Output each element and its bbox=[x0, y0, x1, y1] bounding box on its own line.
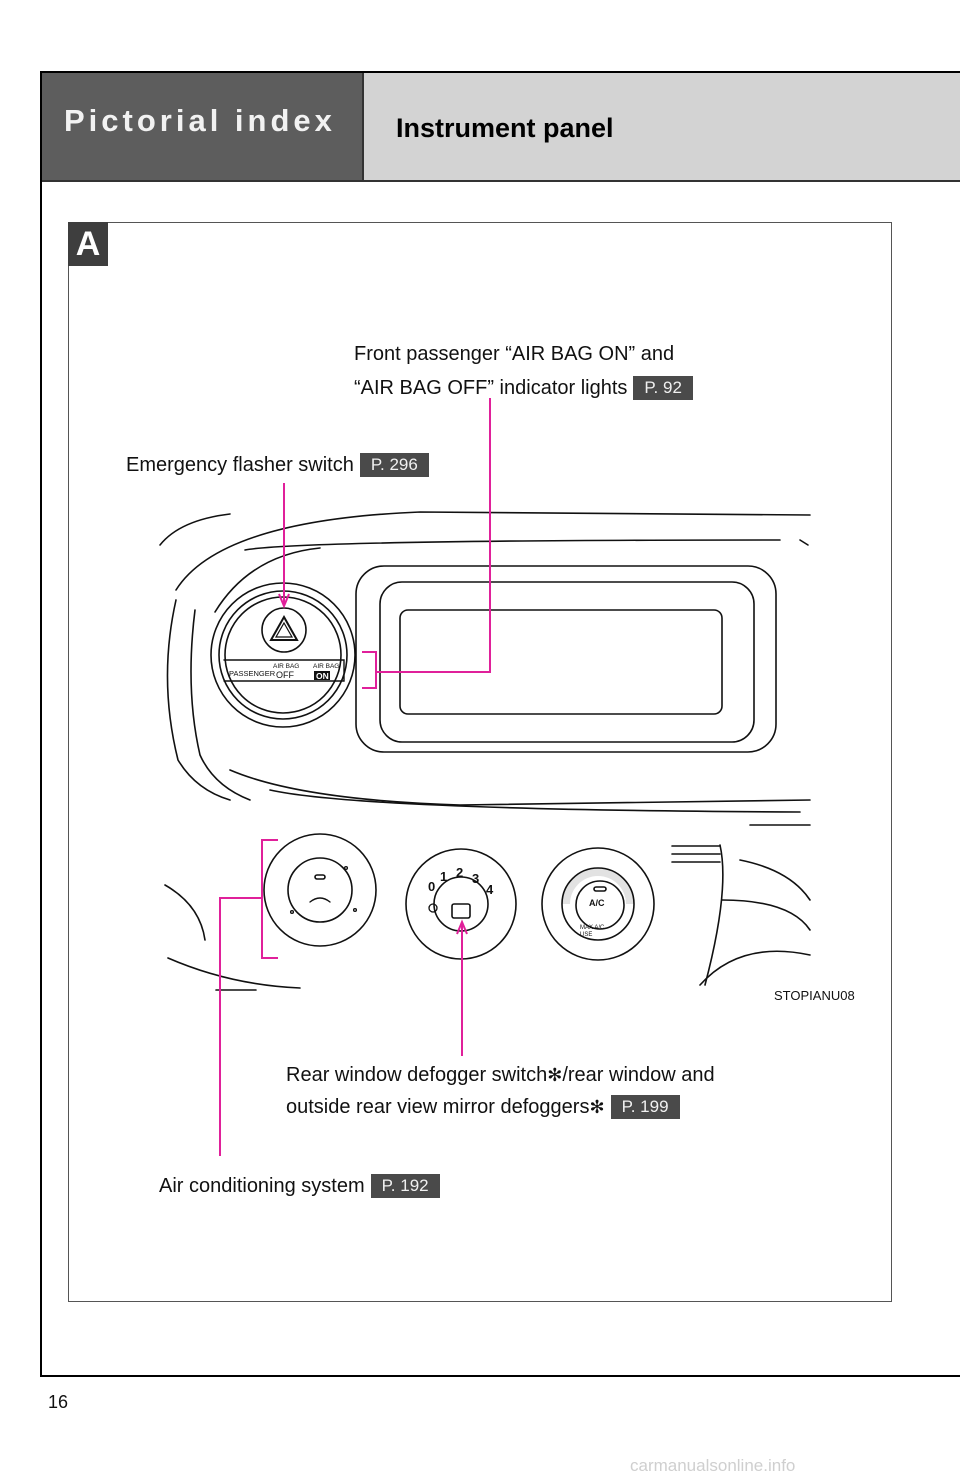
defogger-callout: Rear window defogger switch✻/rear window… bbox=[286, 1060, 715, 1122]
mode-dot bbox=[352, 907, 358, 913]
dash-contour bbox=[739, 859, 811, 901]
ac-button-label: A/C bbox=[589, 898, 605, 908]
airbag-panel bbox=[223, 659, 345, 682]
dash-contour bbox=[244, 539, 781, 551]
page-title: Instrument panel bbox=[396, 113, 614, 143]
hazard-triangle-inner bbox=[274, 621, 294, 638]
dash-contour bbox=[704, 844, 724, 986]
fan-speed-1: 1 bbox=[440, 869, 447, 884]
leader-airbag bbox=[376, 398, 491, 673]
airbag-callout-line1: Front passenger “AIR BAG ON” and bbox=[354, 343, 675, 365]
airbag-on-caption: AIR BAG bbox=[313, 663, 339, 670]
leader-ac bbox=[219, 897, 262, 1156]
fan-speed-3: 3 bbox=[472, 871, 479, 886]
asterisk-icon: ✻ bbox=[547, 1065, 563, 1085]
temp-dial-inner bbox=[575, 880, 625, 930]
leader-ac-bracket bbox=[261, 839, 278, 959]
mode-dial-grip bbox=[314, 874, 326, 880]
defogger-callout-text2: outside rear view mirror defoggers bbox=[286, 1096, 590, 1118]
dash-contour bbox=[167, 957, 301, 989]
rear-defogger-button bbox=[451, 903, 471, 919]
airbag-callout: Front passenger “AIR BAG ON” and “AIR BA… bbox=[354, 339, 693, 403]
leader-airbag-bracket bbox=[362, 651, 377, 689]
defogger-page-ref[interactable]: P. 199 bbox=[610, 1095, 680, 1119]
flasher-callout-text: Emergency flasher switch bbox=[126, 454, 354, 476]
defogger-callout-line1: Rear window defogger switch✻/rear window… bbox=[286, 1060, 715, 1090]
fan-dial-icon bbox=[428, 903, 438, 913]
mode-dial-outer bbox=[263, 833, 377, 947]
defogger-callout-text1: Rear window defogger switch bbox=[286, 1064, 548, 1086]
dash-contour bbox=[214, 547, 321, 613]
max-ac-label: MAX A/C bbox=[580, 925, 605, 931]
section-header: Pictorial index bbox=[42, 73, 362, 181]
dash-contour bbox=[721, 899, 811, 931]
ac-page-ref[interactable]: P. 192 bbox=[370, 1174, 440, 1198]
page-number: 16 bbox=[48, 1392, 69, 1412]
section-tag: A bbox=[68, 222, 108, 266]
airbag-on-indicator bbox=[314, 671, 330, 680]
dash-contour bbox=[229, 769, 811, 806]
figure-frame bbox=[68, 222, 892, 1302]
watermark: carmanualsonline.info bbox=[630, 1456, 796, 1475]
display-bezel bbox=[355, 565, 777, 753]
vent-slats bbox=[671, 845, 721, 863]
flasher-page-ref[interactable]: P. 296 bbox=[359, 453, 429, 477]
fan-speed-4: 4 bbox=[486, 882, 494, 897]
defogger-callout-text1-tail: /rear window and bbox=[562, 1064, 715, 1086]
airbag-off-caption: AIR BAG bbox=[273, 663, 299, 670]
airbag-callout-text: “AIR BAG OFF” indicator lights bbox=[354, 377, 628, 399]
page-frame bbox=[40, 71, 960, 1377]
mode-dial-inner bbox=[287, 857, 353, 923]
temp-dial-grip bbox=[593, 886, 607, 892]
airbag-on-label: ON bbox=[316, 671, 329, 681]
display-screen bbox=[399, 609, 723, 715]
hazard-pod-inner bbox=[224, 596, 342, 714]
mode-dial-symbol bbox=[309, 897, 331, 903]
temp-dial-ring bbox=[561, 867, 635, 941]
dash-contour bbox=[159, 513, 231, 546]
hazard-triangle-icon bbox=[269, 614, 299, 641]
dash-contour bbox=[175, 511, 811, 591]
ac-callout-text: Air conditioning system bbox=[159, 1175, 365, 1197]
leader-defogger-arrow bbox=[456, 919, 468, 935]
mode-dot bbox=[289, 909, 295, 915]
temp-dial-outer bbox=[541, 847, 655, 961]
dash-contour bbox=[799, 539, 809, 546]
header-divider bbox=[42, 180, 960, 182]
dash-contour bbox=[164, 884, 206, 941]
temp-gradient bbox=[562, 868, 634, 904]
use-label: USE bbox=[580, 932, 592, 938]
figure-id: STOPIANU08 bbox=[774, 988, 855, 1003]
dash-contour bbox=[166, 599, 231, 801]
fan-speed-2: 2 bbox=[456, 865, 463, 880]
passenger-label: PASSENGER bbox=[229, 669, 276, 678]
section-title: Pictorial index bbox=[64, 103, 336, 138]
airbag-off-label: OFF bbox=[276, 670, 294, 680]
dash-contour bbox=[699, 950, 811, 986]
hazard-pod-ring bbox=[218, 590, 348, 720]
asterisk-icon: ✻ bbox=[589, 1097, 605, 1117]
display-bezel-inner bbox=[379, 581, 755, 743]
page-header: Instrument panel bbox=[362, 73, 960, 181]
dash-contour bbox=[190, 609, 251, 801]
hazard-button bbox=[261, 607, 307, 653]
leader-flasher-arrow bbox=[278, 593, 290, 609]
dash-contour bbox=[269, 789, 801, 813]
fan-speed-0: 0 bbox=[428, 879, 435, 894]
mode-dot bbox=[343, 865, 349, 871]
defogger-callout-line2: outside rear view mirror defoggers✻P. 19… bbox=[286, 1092, 715, 1122]
airbag-page-ref[interactable]: P. 92 bbox=[633, 376, 693, 400]
